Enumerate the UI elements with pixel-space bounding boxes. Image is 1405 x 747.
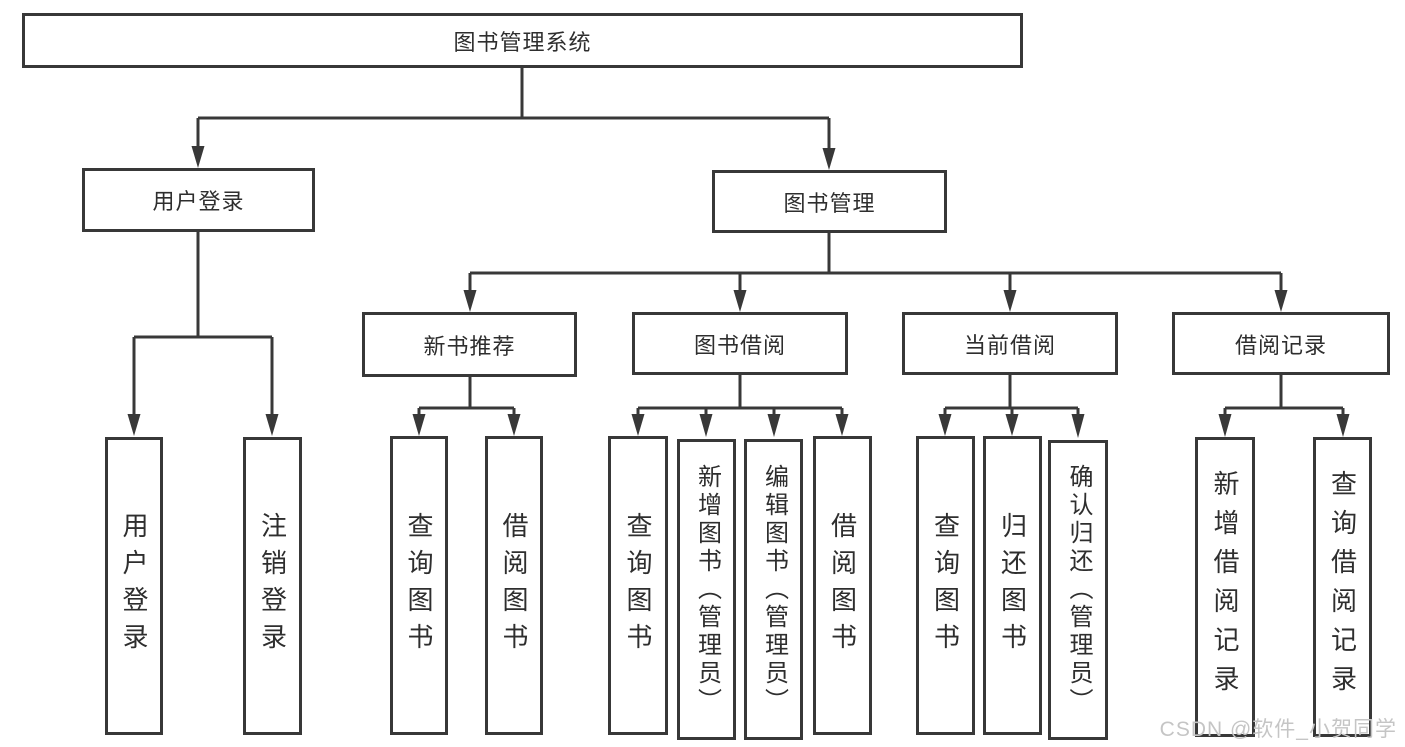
node-new-book-recommend: 新书推荐: [362, 312, 577, 377]
node-label: 编辑图书（管理员）: [760, 463, 788, 716]
connector-bookmgmt-to-level3: [468, 233, 1283, 294]
leaf-rec-query-books: 查询图书: [390, 436, 448, 735]
leaf-user-login: 用户登录: [105, 437, 163, 735]
node-label: 查询图书: [930, 511, 961, 660]
node-book-management: 图书管理: [712, 170, 947, 233]
node-label: 借阅图书: [827, 511, 858, 660]
node-current-borrow: 当前借阅: [902, 312, 1118, 375]
node-label: 查询借阅记录: [1327, 470, 1358, 704]
connector-records-to-leaves: [1223, 375, 1345, 418]
leaf-bb-query-books: 查询图书: [608, 436, 668, 735]
leaf-cb-confirm-return-admin: 确认归还（管理员）: [1048, 440, 1108, 740]
node-label: 新增图书（管理员）: [693, 463, 721, 716]
connector-current-to-leaves: [943, 375, 1080, 418]
node-label: 图书管理: [783, 190, 876, 216]
node-label: 图书管理系统: [453, 29, 592, 55]
node-label: 注销登录: [257, 512, 288, 660]
arrowheads: [127, 146, 1350, 438]
connector-borrow-to-leaves: [636, 375, 844, 418]
leaf-br-query-record: 查询借阅记录: [1313, 437, 1372, 737]
leaf-br-add-record: 新增借阅记录: [1195, 437, 1255, 737]
leaf-cb-query-books: 查询图书: [916, 436, 975, 735]
connector-root-to-level2: [196, 68, 831, 152]
node-label: 确认归还（管理员）: [1065, 464, 1092, 716]
node-label: 用户登录: [119, 512, 149, 660]
node-label: 借阅记录: [1234, 332, 1327, 358]
node-label: 新增借阅记录: [1210, 470, 1240, 704]
node-label: 查询图书: [404, 511, 434, 660]
connector-rec-to-leaves: [417, 377, 516, 418]
node-label: 用户登录: [152, 189, 245, 214]
leaf-logout: 注销登录: [243, 437, 302, 735]
node-book-borrow: 图书借阅: [632, 312, 848, 375]
node-label: 新书推荐: [423, 333, 516, 359]
leaf-rec-borrow-books: 借阅图书: [485, 436, 543, 735]
node-root-library-system: 图书管理系统: [22, 13, 1023, 68]
node-label: 图书借阅: [693, 332, 786, 358]
leaf-bb-edit-books-admin: 编辑图书（管理员）: [744, 439, 803, 740]
leaf-bb-add-books-admin: 新增图书（管理员）: [677, 439, 736, 740]
csdn-watermark: CSDN @软件_小贺同学: [1159, 718, 1397, 741]
connector-userlogin-to-leaves: [132, 232, 274, 418]
node-label: 查询图书: [623, 511, 653, 660]
leaf-cb-return-books: 归还图书: [983, 436, 1042, 735]
node-user-login: 用户登录: [82, 168, 315, 232]
node-label: 归还图书: [997, 511, 1028, 660]
node-borrow-records: 借阅记录: [1172, 312, 1390, 375]
leaf-bb-borrow-books: 借阅图书: [813, 436, 872, 735]
node-label: 借阅图书: [499, 511, 529, 660]
node-label: 当前借阅: [963, 332, 1056, 358]
